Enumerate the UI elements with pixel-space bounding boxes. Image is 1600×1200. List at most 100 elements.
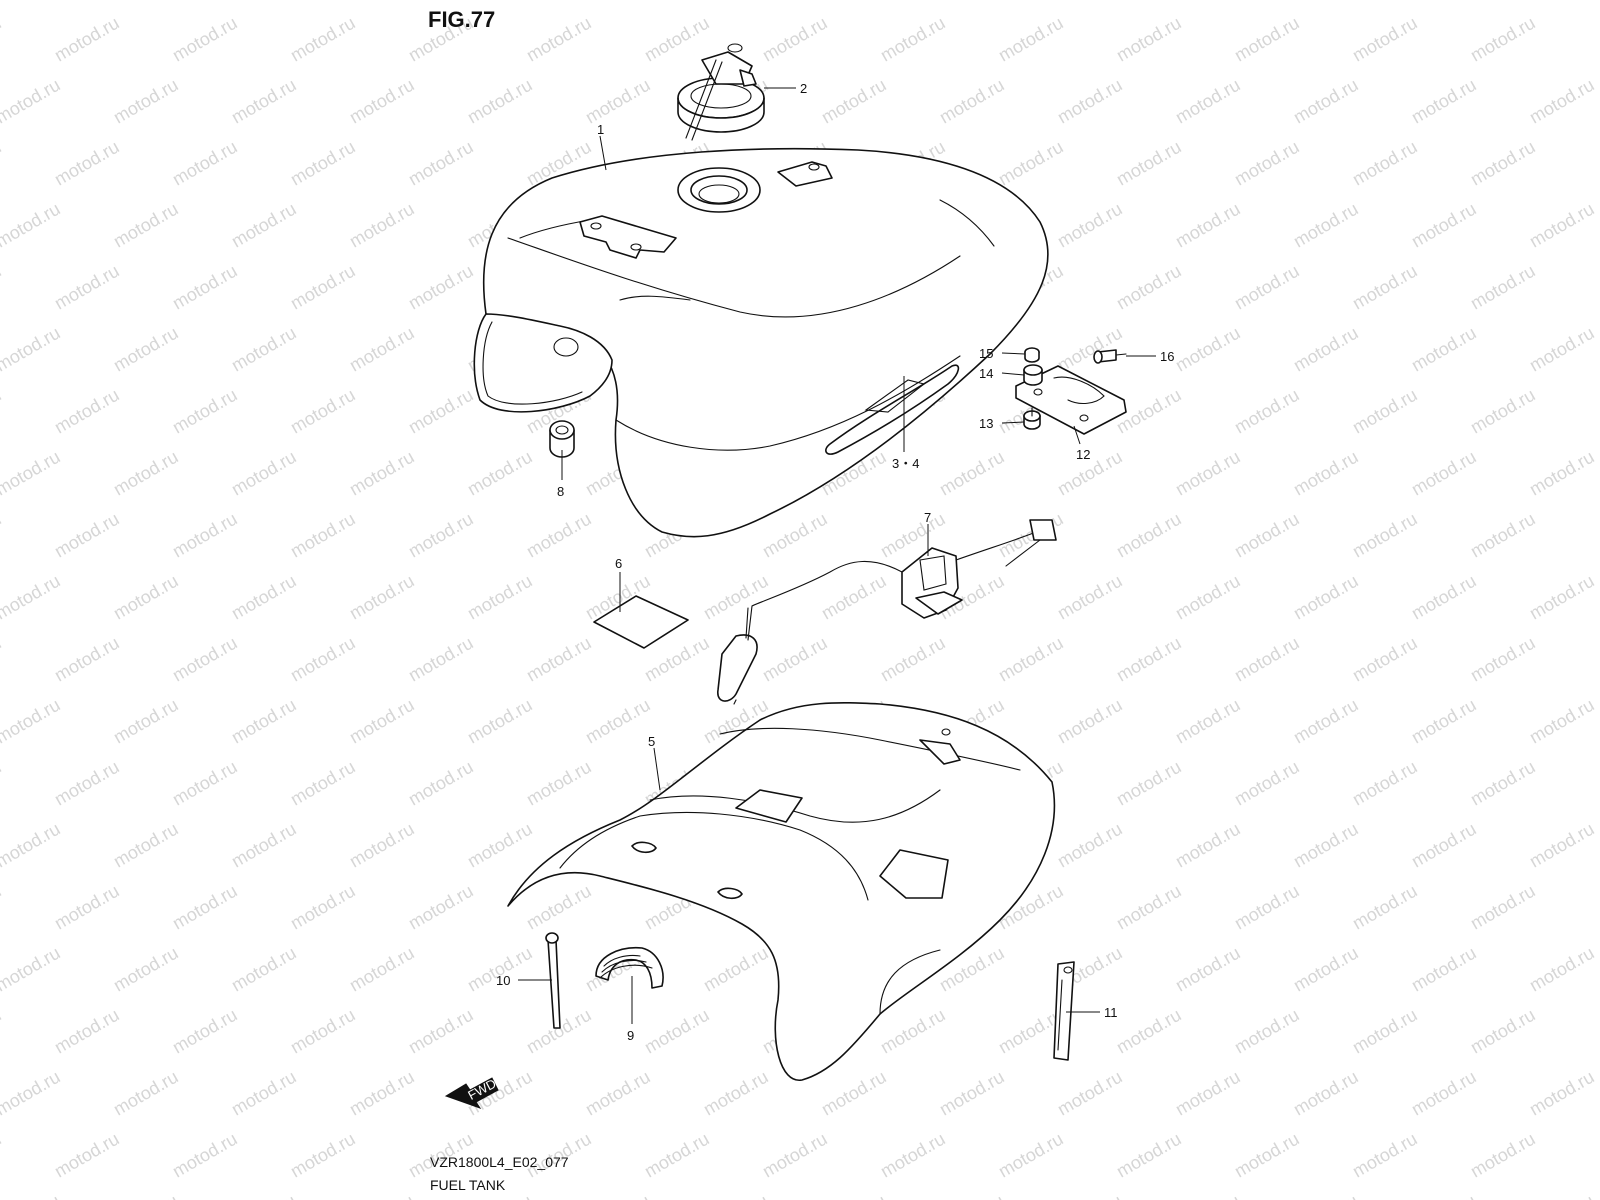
bracket-hardware-part [1015,347,1127,435]
watermark-text: motod.ru [1172,571,1244,624]
watermark-text: motod.ru [1290,75,1362,128]
watermark-text: motod.ru [287,261,359,314]
watermark-text: motod.ru [1408,1191,1480,1200]
watermark-text: motod.ru [0,261,5,314]
watermark-text: motod.ru [346,323,418,376]
watermark-text: motod.ru [110,447,182,500]
watermark-text: motod.ru [228,75,300,128]
watermark-text: motod.ru [346,199,418,252]
watermark-text: motod.ru [1349,385,1421,438]
watermark-text: motod.ru [1526,571,1598,624]
watermark-text: motod.ru [0,75,64,128]
clamp-part [595,946,664,989]
watermark-text: motod.ru [1231,509,1303,562]
callout-3-4: 3・4 [892,456,919,471]
watermark-text: motod.ru [1349,509,1421,562]
watermark-text: motod.ru [818,1067,890,1120]
watermark-text: motod.ru [0,385,5,438]
watermark-text: motod.ru [995,633,1067,686]
watermark-text: motod.ru [759,633,831,686]
watermark-text: motod.ru [877,13,949,66]
strap-part [1053,961,1075,1061]
watermark-text: motod.ru [0,1191,64,1200]
watermark-text: motod.ru [523,509,595,562]
watermark-text: motod.ru [405,633,477,686]
watermark-text: motod.ru [346,1067,418,1120]
watermark-text: motod.ru [110,75,182,128]
watermark-text: motod.ru [1467,757,1539,810]
watermark-text: motod.ru [1290,1191,1362,1200]
watermark-text: motod.ru [818,0,890,3]
watermark-text: motod.ru [110,819,182,872]
watermark-text: motod.ru [700,1191,772,1200]
watermark-text: motod.ru [346,1191,418,1200]
watermark-text: motod.ru [0,509,5,562]
watermark-text: motod.ru [0,0,64,3]
callout-9: 9 [627,1028,634,1043]
watermark-text: motod.ru [818,75,890,128]
watermark-text: motod.ru [1172,943,1244,996]
watermark-text: motod.ru [405,757,477,810]
watermark-text: motod.ru [1467,261,1539,314]
watermark-text: motod.ru [464,571,536,624]
watermark-text: motod.ru [110,199,182,252]
watermark-text: motod.ru [51,757,123,810]
watermark-text: motod.ru [1113,757,1185,810]
watermark-text: motod.ru [1054,1191,1126,1200]
watermark-text: motod.ru [1526,199,1598,252]
watermark-text: motod.ru [995,1129,1067,1182]
watermark-text: motod.ru [1054,199,1126,252]
callout-labels: 1 2 3・4 5 6 7 8 9 10 11 12 13 14 15 16 [496,81,1174,1043]
watermark-text: motod.ru [759,1129,831,1182]
watermark-text: motod.ru [0,447,64,500]
watermark-text: motod.ru [641,1005,713,1058]
watermark-text: motod.ru [169,385,241,438]
watermark-text: motod.ru [110,323,182,376]
watermark-text: motod.ru [287,137,359,190]
watermark-text: motod.ru [1526,75,1598,128]
watermark-text: motod.ru [759,509,831,562]
watermark-text: motod.ru [287,757,359,810]
callout-7: 7 [924,510,931,525]
watermark-text: motod.ru [0,943,64,996]
watermark-text: motod.ru [1349,881,1421,934]
figure-code: VZR1800L4_E02_077 [430,1154,569,1170]
callout-16: 16 [1160,349,1174,364]
watermark-text: motod.ru [228,199,300,252]
watermark-text: motod.ru [1231,1005,1303,1058]
watermark-text: motod.ru [1290,819,1362,872]
watermark-text: motod.ru [110,695,182,748]
watermark-text: motod.ru [1054,1067,1126,1120]
watermark-text: motod.ru [1467,13,1539,66]
watermark-text: motod.ru [0,571,64,624]
watermark-text: motod.ru [346,695,418,748]
watermark-text: motod.ru [1349,13,1421,66]
watermark-text: motod.ru [1526,1067,1598,1120]
watermark-text: motod.ru [1054,0,1126,3]
watermark-text: motod.ru [228,1191,300,1200]
watermark-text: motod.ru [51,261,123,314]
callout-10: 10 [496,973,510,988]
watermark-text: motod.ru [877,1005,949,1058]
caution-label-part [593,595,689,649]
watermark-text: motod.ru [1172,695,1244,748]
fuel-level-gauge-part [717,519,1057,705]
watermark-text: motod.ru [1408,75,1480,128]
callout-11: 11 [1104,1005,1118,1020]
watermark-text: motod.ru [641,13,713,66]
watermark-text: motod.ru [1113,137,1185,190]
watermark-text: motod.ru [936,1191,1008,1200]
watermark-text: motod.ru [1290,695,1362,748]
watermark-text: motod.ru [0,13,5,66]
watermark-text: motod.ru [169,633,241,686]
watermark-text: motod.ru [287,385,359,438]
watermark-text: motod.ru [700,0,772,3]
watermark-text: motod.ru [287,633,359,686]
watermark-text: motod.ru [582,1191,654,1200]
watermark-text: motod.ru [405,1005,477,1058]
watermark-text: motod.ru [0,757,5,810]
watermark-text: motod.ru [1349,137,1421,190]
callout-14: 14 [979,366,993,381]
watermark-text: motod.ru [405,385,477,438]
watermark-text: motod.ru [51,509,123,562]
